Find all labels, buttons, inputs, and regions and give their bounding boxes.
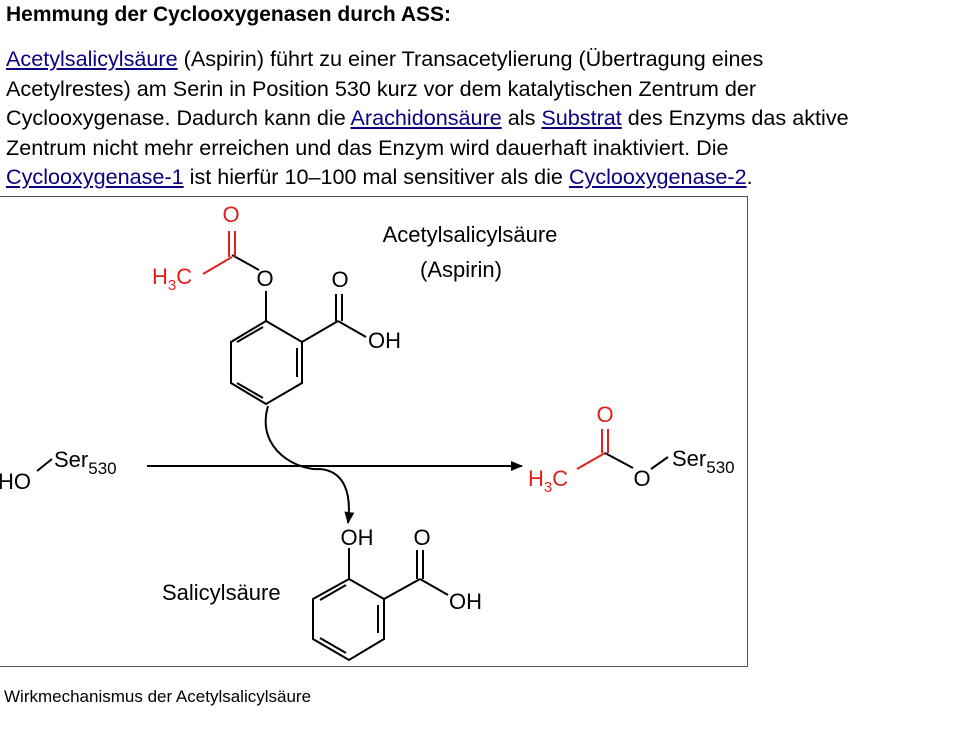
acetyl-oxygen-label: O xyxy=(222,202,239,227)
aspirin-name-label: Acetylsalicylsäure xyxy=(383,222,558,247)
serine-label-left: Ser530 xyxy=(54,447,117,478)
paragraph-text: Zentrum nicht mehr erreichen und das Enz… xyxy=(6,134,729,160)
aspirin-carboxyl-bonds xyxy=(231,254,367,343)
paragraph-text: . xyxy=(746,164,753,189)
paragraph-text: ist hierfür 10–100 mal sensitiver als di… xyxy=(183,164,569,189)
salicylic-acid-molecule: OH O OH Salicylsäure xyxy=(162,525,482,662)
link-cyclooxygenase-1[interactable]: Cyclooxygenase-1 xyxy=(6,164,184,189)
salicylic-hydroxyl-label: OH xyxy=(341,525,374,550)
reaction-diagram[interactable]: O O OH O H3C Acetylsalicylsäure (Aspirin… xyxy=(0,196,748,667)
salicylic-carboxyl-hydroxyl-label: OH xyxy=(449,589,482,614)
page-title: Hemmung der Cyclooxygenasen durch ASS: xyxy=(6,3,451,26)
product-carbonyl-oxygen-label: O xyxy=(596,402,613,427)
aspirin-carbonyl-oxygen-label: O xyxy=(331,267,348,292)
reaction-diagram-svg: O O OH O H3C Acetylsalicylsäure (Aspirin… xyxy=(0,202,735,662)
link-acetylsalicylsaeure[interactable]: Acetylsalicylsäure xyxy=(6,46,178,71)
acetyl-group-bonds xyxy=(202,231,236,275)
paragraph-text: des Enzyms das aktive xyxy=(621,105,849,130)
description-paragraph: Acetylsalicylsäure (Aspirin) führt zu ei… xyxy=(6,44,958,192)
acetyl-methyl-label: H3C xyxy=(152,264,192,294)
paragraph-text: als xyxy=(501,105,542,130)
aspirin-ester-oxygen-label: O xyxy=(256,266,273,291)
link-substrat[interactable]: Substrat xyxy=(541,105,622,130)
reaction-arrows xyxy=(147,405,523,524)
link-cyclooxygenase-2[interactable]: Cyclooxygenase-2 xyxy=(568,164,747,189)
aspirin-alt-name-label: (Aspirin) xyxy=(420,257,502,282)
product-ester-oxygen-label: O xyxy=(633,466,650,491)
serine-hydroxyl-label: HO xyxy=(0,469,31,494)
product-methyl-label: H3C xyxy=(528,466,568,496)
paragraph-text: (Aspirin) führt zu einer Transacetylieru… xyxy=(177,46,764,71)
salicylic-release-arrow xyxy=(264,405,355,524)
salicylic-carbonyl-oxygen-label: O xyxy=(413,525,430,550)
aspirin-molecule: O O OH O H3C Acetylsalicylsäure (Aspirin… xyxy=(152,202,558,406)
figure-caption: Wirkmechanismus der Acetylsalicylsäure xyxy=(4,687,312,706)
paragraph-text: Cyclooxygenase. Dadurch kann die xyxy=(6,105,351,130)
serine-reactant: HO Ser530 xyxy=(0,447,117,494)
paragraph-text: Acetylrestes) am Serin in Position 530 k… xyxy=(6,75,757,101)
serine-label-right: Ser530 xyxy=(672,446,735,477)
aspirin-ring xyxy=(230,319,303,406)
salicylic-name-label: Salicylsäure xyxy=(162,580,281,605)
link-arachidonsaeure[interactable]: Arachidonsäure xyxy=(350,105,502,130)
aspirin-hydroxyl-label: OH xyxy=(368,328,401,353)
salicylic-ring xyxy=(312,577,385,662)
acetylserine-product: O H3C O Ser530 xyxy=(528,402,735,496)
